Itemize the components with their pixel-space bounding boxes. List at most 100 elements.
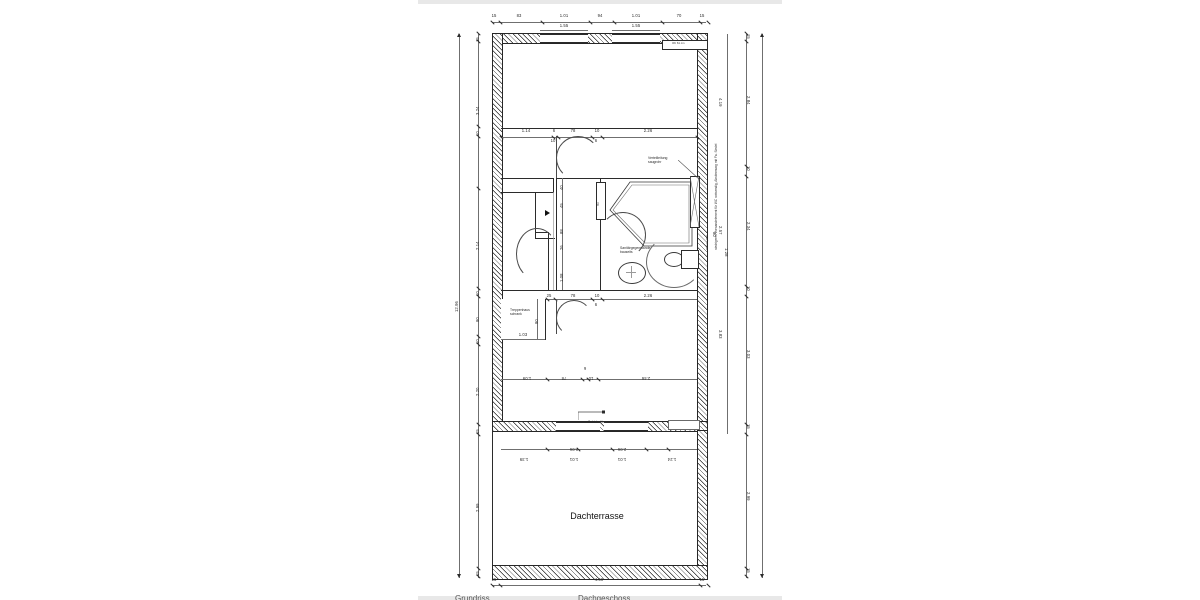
dim-stair-width: 1.03 bbox=[518, 332, 528, 337]
bathtub-arc-icon bbox=[516, 228, 558, 280]
shaft-element-right bbox=[690, 176, 700, 228]
dim-living-3: 10 bbox=[588, 376, 594, 382]
dim-bottom-3: 15 bbox=[699, 577, 705, 582]
exterior-wall-left bbox=[492, 33, 503, 432]
dim-bath-v-3: 88 bbox=[559, 229, 564, 234]
shower-door-arc bbox=[646, 236, 702, 288]
duct-element-icon bbox=[596, 182, 606, 220]
dim-terrace-5: 1.01 bbox=[617, 457, 627, 463]
dim-left-2: 3.24 bbox=[475, 106, 480, 115]
dim-right-inner-1: 4.19 bbox=[718, 98, 723, 107]
wc-cistern-icon bbox=[681, 250, 699, 269]
right-dimension-chain-line bbox=[746, 34, 747, 578]
dim-left-9: 15 bbox=[475, 429, 480, 434]
dim-right-1: 15 bbox=[746, 34, 751, 39]
wall-bath-upper-left-2 bbox=[501, 192, 554, 193]
stair-cupboard bbox=[501, 299, 546, 340]
dim-right-inner-3: 3.83 bbox=[718, 330, 723, 339]
dim-bathtop-3: 78 bbox=[570, 128, 576, 133]
interior-wall-terrace-divider bbox=[492, 421, 708, 432]
terrace-wall-bottom bbox=[492, 565, 708, 580]
dim-bath-v-2: 45 bbox=[559, 203, 564, 208]
dim-right-2: 2.84 bbox=[746, 96, 751, 105]
dim-living-sub: 6 bbox=[583, 366, 587, 372]
dim-living-1: 1.09 bbox=[522, 376, 532, 382]
page-crop-top bbox=[418, 0, 782, 4]
dim-overall-height: 12.96 bbox=[454, 301, 459, 312]
overall-dimension-line-left bbox=[459, 34, 460, 578]
dim-living-2: 78 bbox=[561, 376, 567, 382]
exterior-wall-right bbox=[697, 33, 708, 432]
dim-bath-v-1: 40 bbox=[559, 185, 564, 190]
dim-bathtop-sub-2: 6 bbox=[594, 138, 598, 143]
door-swing-stair bbox=[556, 300, 592, 336]
dim-bathtop-sub-1: 10 bbox=[550, 138, 556, 143]
dim-stair-depth: 90 bbox=[534, 319, 539, 324]
dim-top-7: 15 bbox=[699, 13, 705, 18]
dim-row-bath-top-line bbox=[501, 137, 697, 138]
dim-left-4: 2.14 bbox=[475, 241, 480, 250]
wall-bath-top bbox=[556, 178, 697, 179]
dim-right-6: 3.03 bbox=[746, 350, 751, 359]
dim-terrace-2: 1.01 bbox=[569, 457, 579, 463]
wall-bath-upper-left bbox=[501, 178, 553, 179]
dim-left-11: 15 bbox=[475, 571, 480, 576]
dim-right-8: 2.99 bbox=[746, 492, 751, 501]
dim-bath-v-4: 26 bbox=[559, 245, 564, 250]
top-right-box-note: OK 61 cm bbox=[672, 40, 685, 45]
dim-left-7: 10 bbox=[475, 339, 480, 344]
dim-living-4: 2.46 bbox=[641, 376, 651, 382]
dim-terrace-6: 1.24 bbox=[667, 457, 677, 463]
dim-top-2: 83 bbox=[516, 13, 522, 18]
dim-bathbot-3: 10 bbox=[594, 293, 600, 298]
dim-stair-width-line bbox=[501, 339, 545, 340]
dim-row-bath-bottom-line bbox=[501, 299, 697, 300]
dim-right-9: 15 bbox=[746, 568, 751, 573]
note-sanitary: Sanitärgegenstände bauseits bbox=[620, 246, 651, 255]
top-dimension-line bbox=[492, 22, 706, 23]
dim-bottom-1: 15 bbox=[491, 577, 497, 582]
wall-niche-left bbox=[535, 192, 536, 238]
dim-right-7: 15 bbox=[746, 424, 751, 429]
dim-right-small-2: 1.28 bbox=[724, 248, 729, 257]
window-opening-top-1 bbox=[540, 34, 588, 43]
dim-bathtop-4: 10 bbox=[594, 128, 600, 133]
terrace-step-box bbox=[668, 420, 700, 430]
top-inner-dimension-line-2 bbox=[612, 30, 660, 31]
label-dachterrasse: Dachterrasse bbox=[570, 511, 624, 521]
dim-left-8: 2.20 bbox=[475, 387, 480, 396]
terrace-door-opening-1 bbox=[556, 422, 600, 431]
left-dimension-chain-line bbox=[478, 34, 479, 578]
label-stair-cupboard: Treppenhaus schrank bbox=[510, 308, 530, 317]
top-right-label-box bbox=[662, 40, 708, 50]
dim-terrace-3: 2.06 bbox=[569, 447, 579, 453]
dim-right-3: 10 bbox=[746, 166, 751, 171]
wall-bath-inner-partition bbox=[600, 178, 601, 290]
note-distribution: Verteilleitung saugrohr bbox=[648, 156, 668, 165]
dim-bathtop-1: 1.14 bbox=[521, 128, 531, 133]
dim-bath-v-5: 1.08 bbox=[559, 273, 564, 282]
title-cut-left: Grundriss bbox=[455, 594, 490, 600]
dim-bathbot-sub: 6 bbox=[594, 302, 598, 307]
note-wall-small-right: Wand 1,15 m bbox=[706, 234, 709, 250]
dim-left-10: 2.99 bbox=[475, 503, 480, 512]
dim-left-1: 15 bbox=[475, 37, 480, 42]
top-inner-dimension-line-1 bbox=[540, 30, 588, 31]
right-outer-dimension-line bbox=[762, 34, 763, 578]
shaft-cross-icon bbox=[690, 176, 699, 227]
dim-top-3: 1.01 bbox=[559, 13, 569, 18]
dim-right-4: 2.34 bbox=[746, 222, 751, 231]
dim-terrace-1: 1.39 bbox=[519, 457, 529, 463]
terrace-wall-right bbox=[697, 430, 708, 580]
washbasin-icon bbox=[618, 262, 646, 284]
door-leaf-corridor bbox=[556, 136, 557, 178]
dim-right-inner-2: 2.57 bbox=[718, 226, 723, 235]
wall-bath-jamb-1 bbox=[553, 178, 554, 192]
dim-stair-depth-line bbox=[537, 299, 538, 339]
dim-left-3: 10 bbox=[475, 131, 480, 136]
dim-bathtop-2: 6 bbox=[552, 128, 556, 133]
bottom-dimension-line bbox=[492, 585, 706, 586]
dim-bathbot-1: 25 bbox=[546, 293, 552, 298]
note-wc-vertical: niedrigeres Vorwandelement für WC notwen… bbox=[714, 143, 718, 250]
